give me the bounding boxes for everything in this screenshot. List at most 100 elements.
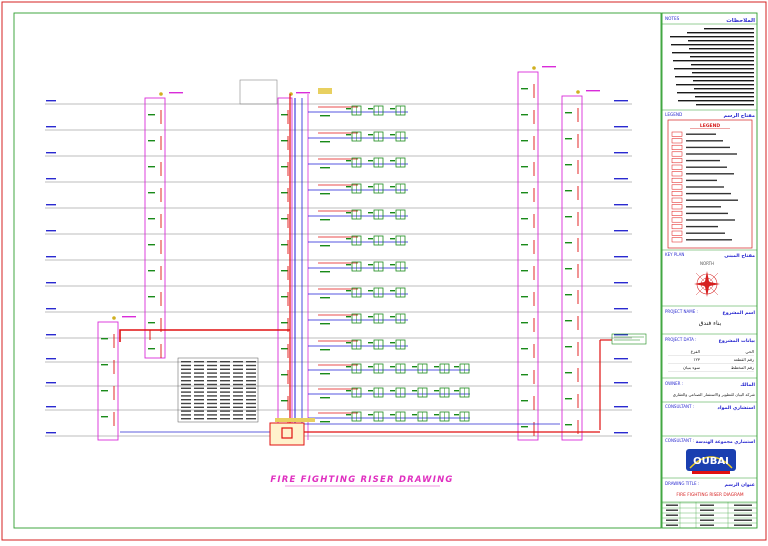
note-line <box>678 100 754 102</box>
roof-valve-icon <box>532 66 536 70</box>
floor-level-tag <box>46 204 56 206</box>
schedule-cell <box>207 402 217 405</box>
floor-level-tag <box>46 256 56 258</box>
schedule-cell <box>194 380 204 382</box>
floor-level-tag <box>46 100 56 102</box>
room-tag <box>346 264 351 266</box>
schedule-cell <box>194 410 204 412</box>
riser-tag <box>521 270 528 272</box>
room-tag <box>346 108 351 110</box>
legend-text <box>686 219 735 221</box>
riser-tag <box>565 112 572 114</box>
schedule-cell <box>233 399 243 401</box>
riser-shaft <box>144 97 166 359</box>
room-tag <box>412 414 417 416</box>
schedule-cell <box>246 372 256 374</box>
city-connection <box>599 333 647 430</box>
schedule-cell <box>181 380 191 382</box>
schedule-cell <box>233 361 243 363</box>
riser-tag <box>521 114 528 116</box>
legend-text <box>686 212 728 215</box>
riser-tag <box>521 296 528 298</box>
riser-tag <box>565 268 572 270</box>
risers <box>97 66 600 446</box>
note-line <box>693 80 754 82</box>
north-arrow-icon <box>694 271 720 297</box>
room-tag <box>454 366 459 368</box>
branch-tag <box>320 219 330 221</box>
owner-value: شركة البيان للتطوير والاستثمار الصناعي و… <box>673 392 756 397</box>
riser-tag <box>101 338 108 340</box>
room-tag <box>368 212 373 214</box>
schedule-cell <box>233 391 243 393</box>
signature-grid <box>662 502 757 528</box>
project-data-key: رقم المخطط <box>731 365 754 370</box>
sig-cell <box>666 504 678 506</box>
roof-penthouse <box>239 79 278 105</box>
floor-level-tag <box>46 406 56 408</box>
legend-symbol <box>671 138 683 144</box>
key-plan-heading-ar: مفتاح المبنى <box>724 253 755 259</box>
branch-tag <box>320 297 330 299</box>
room-tag <box>434 366 439 368</box>
legend-text <box>686 146 730 149</box>
riser-tag <box>148 348 155 350</box>
schedule-cell <box>181 364 191 367</box>
sig-cell <box>666 519 678 521</box>
note-line <box>675 76 754 78</box>
legend-symbol <box>671 151 683 157</box>
riser-tag <box>148 296 155 298</box>
schedule-cell <box>246 395 256 397</box>
legend-text <box>686 206 721 208</box>
floor-level-tag <box>614 432 628 434</box>
floor-level-tag <box>614 100 628 102</box>
floor-level-tag <box>46 432 56 434</box>
schedule-cell <box>220 376 230 378</box>
sig-cell <box>734 504 752 506</box>
schedule-cell <box>220 361 230 363</box>
schedule-cell <box>194 418 204 420</box>
sig-cell <box>734 514 752 516</box>
legend-symbol <box>671 191 683 197</box>
consultant2-heading: CONSULTANT : <box>665 438 694 443</box>
legend-symbol <box>671 158 683 164</box>
schedule-cell <box>194 399 204 401</box>
legend-text <box>686 186 724 188</box>
branch-tag <box>320 167 330 169</box>
floor-level-tag <box>614 406 628 408</box>
room-tag <box>434 390 439 392</box>
room-tag <box>346 238 351 240</box>
riser-tag <box>521 426 528 428</box>
note-line <box>672 52 754 54</box>
room-tag <box>346 316 351 318</box>
schedule-cell <box>181 395 191 397</box>
riser-tag <box>281 374 288 376</box>
riser-tag <box>148 218 155 220</box>
sig-cell <box>666 514 678 516</box>
schedule-cell <box>181 399 191 401</box>
schedule-cell <box>207 368 217 370</box>
riser-tag <box>148 166 155 168</box>
room-tag <box>390 264 395 266</box>
branch-tag <box>320 421 330 423</box>
project-data-value: ١٢٣ <box>693 357 700 362</box>
schedule-cell <box>246 391 256 393</box>
owner-heading: OWNER : <box>665 381 683 386</box>
floor-level-tag <box>46 382 56 384</box>
legend-symbol <box>671 210 683 216</box>
schedule-cell <box>233 410 243 412</box>
riser-tag <box>281 166 288 168</box>
legend-box-title: LEGEND <box>700 123 720 129</box>
note-line <box>671 44 754 46</box>
schedule-cell <box>207 380 217 382</box>
branch-tag <box>320 373 330 375</box>
note-line <box>676 84 754 86</box>
note-line <box>691 64 754 66</box>
branch-tag <box>320 397 330 399</box>
room-tag <box>390 390 395 392</box>
note-line <box>704 28 754 30</box>
riser-tag <box>521 218 528 220</box>
room-tag <box>368 238 373 240</box>
